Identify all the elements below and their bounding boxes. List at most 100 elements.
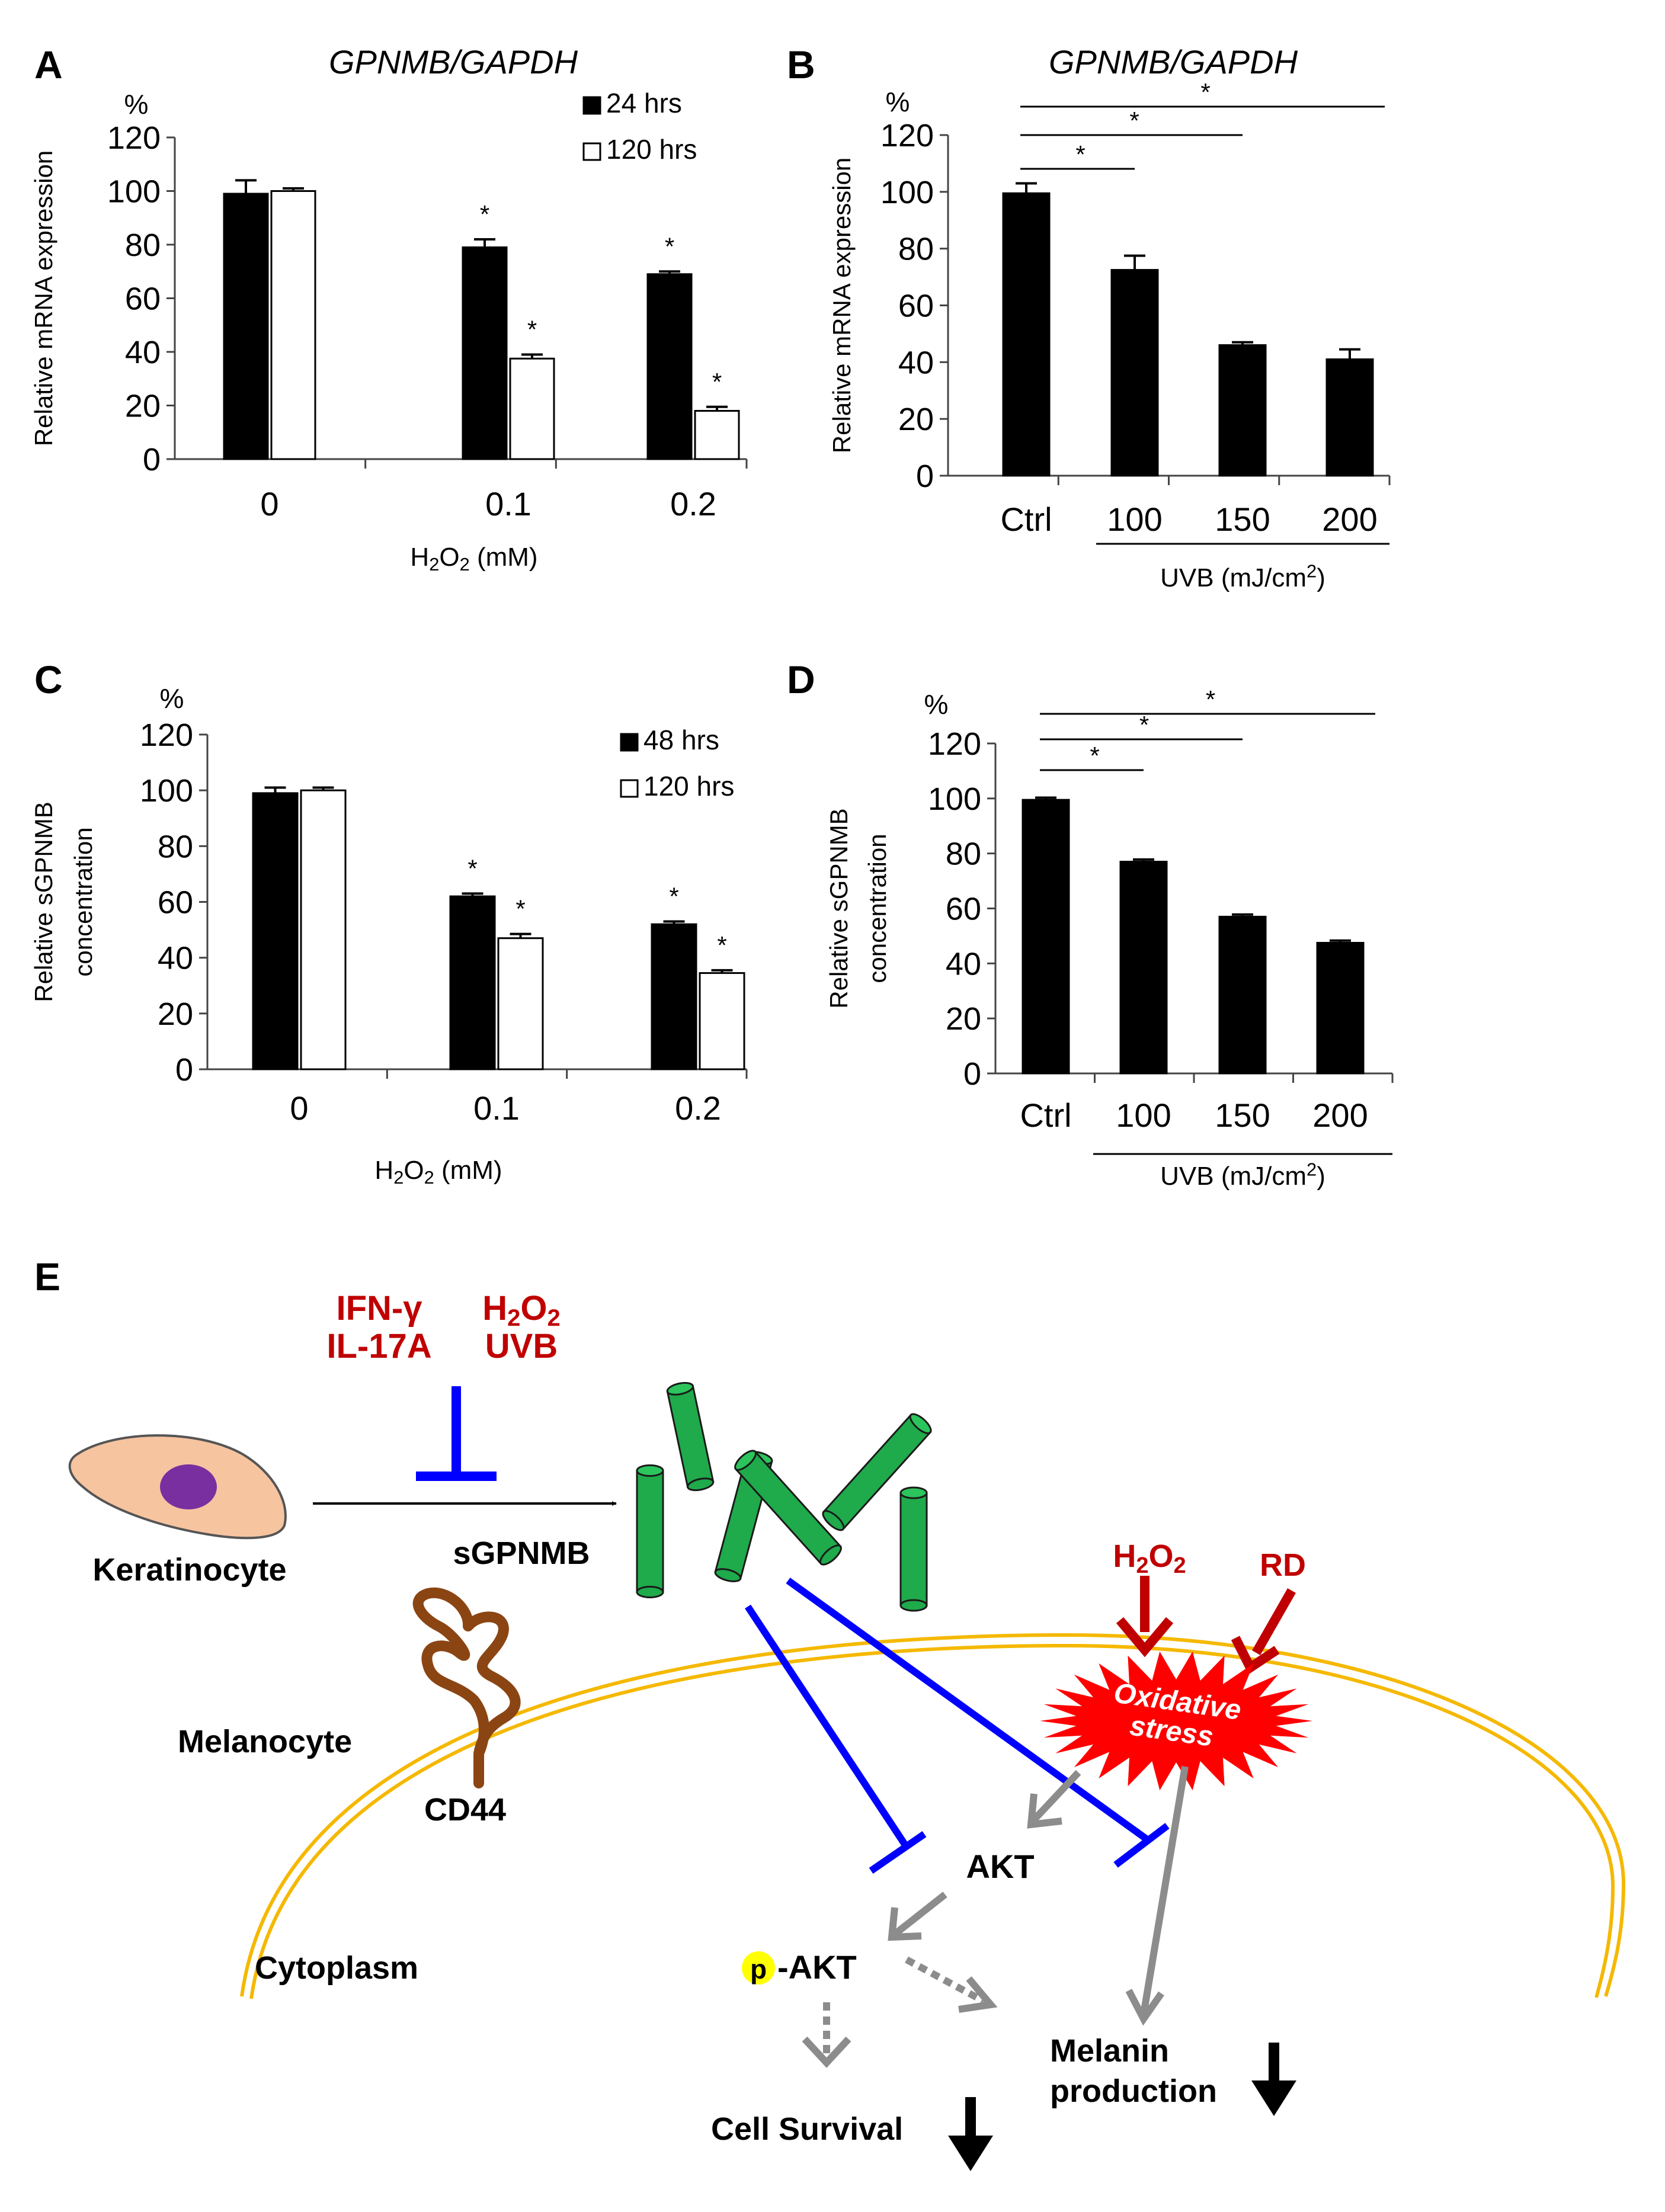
- y-unit-label: %: [886, 86, 910, 117]
- y-tick-label: 0: [916, 459, 934, 494]
- y-tick-label: 40: [898, 345, 934, 380]
- pakt-to-melanin-head: [958, 1976, 998, 2013]
- x-tick-label: 0.2: [670, 485, 716, 522]
- stimulus-h2o2: H2O2: [482, 1289, 561, 1331]
- significance-star: *: [1075, 140, 1085, 168]
- x-tick-label: 0.2: [675, 1089, 721, 1127]
- y-unit-label: %: [124, 89, 149, 120]
- bar-series-Ctrl: [1002, 192, 1051, 477]
- phospho-badge-label: p: [750, 1954, 767, 1985]
- y-tick-label: 20: [125, 389, 161, 424]
- y-tick-label: 0: [143, 442, 161, 477]
- y-tick-label: 60: [158, 885, 193, 921]
- stress-to-akt-head: [1027, 1793, 1062, 1829]
- significance-star: *: [1200, 78, 1210, 106]
- y-tick-label: 100: [140, 773, 193, 809]
- panel-e-diagram: E IFN-γ IL-17A H2O2 UVB Keratinocyte sGP…: [34, 1255, 1626, 2171]
- sgpnmb-cylinder: [666, 1381, 715, 1492]
- oxidative-stress-burst: [1040, 1651, 1312, 1791]
- y-tick-label: 100: [928, 781, 981, 817]
- significance-star: *: [468, 854, 477, 882]
- x-tick-label: 100: [1116, 1097, 1171, 1134]
- x-tick-label: 200: [1322, 501, 1377, 538]
- sgpnmb-label: sGPNMB: [453, 1535, 590, 1571]
- bar-48-hrs-0.1: [449, 895, 496, 1070]
- legend-label: 120 hrs: [606, 134, 697, 165]
- y-unit-label: %: [160, 683, 184, 714]
- bar-24-hrs-0: [223, 193, 269, 460]
- y-tick-label: 40: [946, 946, 981, 982]
- x-axis-label: UVB (mJ/cm2): [1160, 561, 1325, 592]
- inhibition-bar-akt: [869, 1831, 927, 1874]
- y-tick-label: 20: [898, 402, 934, 437]
- keratinocyte-nucleus: [160, 1464, 217, 1509]
- bar-120-hrs-0.2: [694, 410, 740, 460]
- sgpnmb-cylinder: [899, 1486, 928, 1612]
- legend-swatch: [582, 96, 601, 115]
- bar-series-100: [1110, 269, 1159, 477]
- y-tick-label: 80: [946, 836, 981, 872]
- y-tick-label: 20: [158, 996, 193, 1032]
- x-tick-label: 0: [290, 1089, 308, 1127]
- legend-swatch: [582, 142, 601, 161]
- y-tick-label: 60: [898, 288, 934, 324]
- x-tick-label: Ctrl: [1020, 1097, 1071, 1134]
- y-tick-label: 100: [880, 175, 934, 210]
- x-axis-label: H2O2 (mM): [410, 543, 537, 575]
- y-tick-label: 80: [898, 232, 934, 267]
- sgpnmb-cylinder: [636, 1464, 664, 1598]
- cd44-label: CD44: [424, 1792, 506, 1828]
- bar-series-200: [1325, 358, 1374, 477]
- y-tick-label: 120: [880, 118, 934, 153]
- legend-swatch: [620, 733, 639, 752]
- cytoplasm-label: Cytoplasm: [255, 1950, 418, 1986]
- bar-120-hrs-0: [270, 190, 316, 460]
- akt-to-pakt-head: [888, 1907, 922, 1941]
- bar-120-hrs-0.1: [509, 357, 555, 460]
- legend-label: 24 hrs: [606, 88, 682, 118]
- sgpnmb-cylinder: [734, 1450, 842, 1566]
- y-axis-label: Relative mRNA expression: [30, 150, 57, 447]
- x-tick-label: 150: [1215, 501, 1270, 538]
- bar-series-150: [1218, 344, 1267, 477]
- x-tick-label: 200: [1312, 1097, 1368, 1134]
- stress-to-melanin-arrow: [1140, 1766, 1189, 2015]
- panel-label-a: A: [34, 43, 63, 86]
- y-tick-label: 60: [125, 281, 161, 317]
- bar-24-hrs-0.1: [462, 246, 508, 460]
- melanocyte-label: Melanocyte: [178, 1724, 352, 1759]
- pakt-to-melanin-arrow: [905, 1956, 985, 2005]
- significance-star: *: [665, 232, 674, 260]
- y-tick-label: 80: [125, 227, 161, 263]
- y-axis-label-2: concentration: [69, 827, 97, 976]
- significance-star: *: [515, 895, 525, 923]
- panel-label-d: D: [787, 658, 815, 701]
- bar-series-200: [1316, 942, 1365, 1075]
- x-tick-label: Ctrl: [1000, 501, 1052, 538]
- y-tick-label: 120: [928, 726, 981, 762]
- x-tick-label: 0.1: [485, 485, 531, 522]
- bar-120-hrs-0.2: [699, 972, 745, 1070]
- phospho-badge: [742, 1951, 775, 1985]
- h2o2-arrow-head: [1116, 1617, 1174, 1658]
- significance-star: *: [717, 931, 726, 959]
- x-tick-label: 0: [260, 485, 278, 522]
- x-tick-label: 0.1: [473, 1089, 520, 1127]
- legend-label: 120 hrs: [643, 771, 734, 802]
- y-axis-label-2: concentration: [863, 833, 891, 983]
- chart-title: GPNMB/GAPDH: [329, 43, 578, 81]
- chart-title: GPNMB/GAPDH: [1049, 43, 1298, 81]
- inhibition-line-melanin: [786, 1578, 1152, 1844]
- stress-to-melanin-head: [1125, 1989, 1164, 2026]
- cd44-receptor: [412, 1587, 521, 1788]
- stimulus-il-17a: IL-17A: [326, 1327, 431, 1365]
- h2o2-stimulus-label: H2O2: [1113, 1538, 1186, 1578]
- bar-48-hrs-0.2: [651, 923, 697, 1070]
- significance-star: *: [527, 316, 537, 344]
- y-tick-label: 40: [125, 335, 161, 370]
- y-tick-label: 0: [963, 1056, 981, 1092]
